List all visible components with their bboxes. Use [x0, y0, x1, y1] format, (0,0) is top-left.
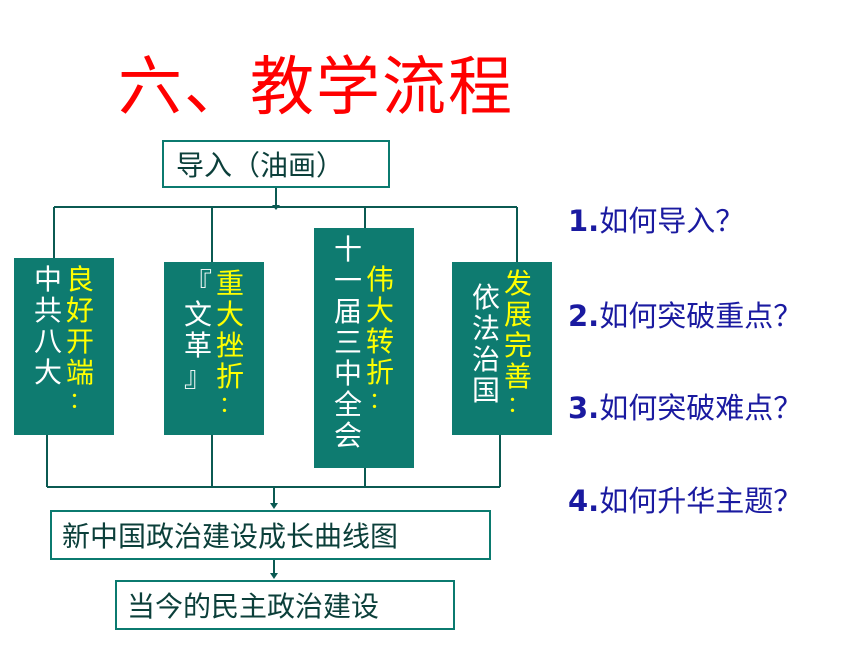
- stage-detail: 中 共 八 大: [33, 263, 62, 389]
- stage-label: 伟 大 转 折 ：: [366, 263, 395, 414]
- page-title: 六、教学流程: [118, 51, 514, 125]
- stage-box-major-setback: 重 大 挫 折 ： 『 文 革 』: [164, 262, 264, 435]
- stage-detail: 依 法 治 国: [471, 281, 500, 407]
- stage-box-development: 发 展 完 善 ： 依 法 治 国: [452, 262, 552, 435]
- stage-label: 重 大 挫 折 ：: [216, 267, 245, 418]
- question-2: 2.如何突破重点？: [568, 299, 803, 333]
- intro-box: 导入（油画）: [162, 140, 390, 188]
- stage-label: 良 好 开 端 ：: [66, 263, 95, 414]
- stage-detail: 十 一 届 三 中 全 会: [333, 233, 362, 452]
- current-democracy-box: 当今的民主政治建设: [115, 580, 455, 630]
- question-3: 3.如何突破难点？: [568, 391, 803, 425]
- question-4: 4.如何升华主题？: [568, 484, 803, 518]
- stage-box-great-turn: 伟 大 转 折 ： 十 一 届 三 中 全 会: [314, 228, 414, 468]
- stage-detail: 『 文 革 』: [183, 267, 212, 393]
- stage-box-good-start: 良 好 开 端 ： 中 共 八 大: [14, 258, 114, 435]
- growth-curve-box: 新中国政治建设成长曲线图: [50, 510, 491, 560]
- current-democracy-label: 当今的民主政治建设: [127, 590, 380, 623]
- growth-curve-label: 新中国政治建设成长曲线图: [62, 520, 399, 553]
- question-1: 1.如何导入？: [568, 204, 745, 238]
- intro-label: 导入（油画）: [176, 149, 345, 182]
- stage-label: 发 展 完 善 ：: [504, 267, 533, 418]
